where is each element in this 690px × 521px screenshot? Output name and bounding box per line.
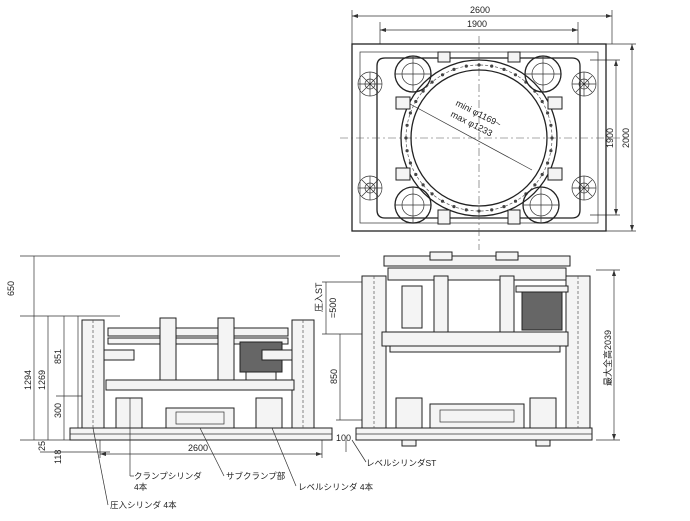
ring-bolt (546, 161, 550, 165)
front-dim-25: 25 (37, 441, 47, 451)
ring-bolt (502, 205, 506, 209)
front-dim-118: 118 (53, 450, 63, 464)
ring-bolt (414, 99, 418, 104)
clamp-unit-top-left (394, 55, 432, 93)
ring-bolt (452, 67, 456, 71)
level-cylinder-bottom-right (571, 175, 597, 201)
plan-view: 2600 1900 1900 2000 min (340, 5, 636, 250)
ring-bolt (430, 192, 434, 196)
ring-bolt (421, 89, 425, 93)
ring-bolt (464, 64, 468, 68)
ring-bolt (405, 123, 409, 127)
level-cylinder-top-right (571, 71, 597, 97)
front-base-width: 2600 (188, 443, 208, 453)
level-cylinder-top-left (357, 71, 383, 97)
label-clamp-cylinder: クランプシリンダ (134, 471, 202, 481)
ring-bolt (549, 149, 553, 153)
ring-bolt (513, 73, 518, 77)
ring-bolt (405, 149, 409, 153)
ring-bolt (477, 209, 481, 213)
ring-bolt (549, 123, 553, 127)
plan-height-inner: 1900 (605, 128, 615, 148)
front-dim-1269: 1269 (37, 370, 47, 390)
label-clamp-count: 4本 (134, 482, 148, 492)
ring-bolt (408, 111, 412, 115)
ring-bolt (550, 136, 554, 140)
plan-height-outer: 2000 (621, 128, 631, 148)
label-press-cylinder: 圧入シリンダ 4本 (110, 500, 177, 510)
ring-bolt (477, 63, 481, 67)
ring-bolt (513, 199, 518, 203)
ring-bolt (421, 183, 425, 187)
side-view: 圧入ST =500 850 100 最大全高2039 (314, 251, 620, 468)
ring-bolt (540, 99, 544, 104)
clamp-unit-bottom-right (522, 186, 560, 224)
ring-bolt (440, 73, 445, 77)
side-stroke-value: =500 (328, 298, 338, 318)
front-dim-851: 851 (53, 349, 63, 364)
ring-bolt (540, 172, 544, 177)
side-dim-850: 850 (329, 369, 339, 384)
plan-width-inner: 1900 (467, 19, 487, 29)
ring-bolt (490, 208, 494, 212)
ring-bolt (430, 80, 434, 84)
plan-width-outer: 2600 (470, 5, 490, 15)
ring-bolt (404, 136, 408, 140)
ring-bolt (440, 199, 445, 203)
label-sub-clamp: サブクランプ部 (226, 471, 286, 481)
ring-bolts (404, 63, 554, 213)
ring-bolt (414, 172, 418, 177)
side-dim-100: 100 (336, 433, 351, 443)
clamp-unit-top-right (524, 55, 562, 93)
ring-bolt (464, 208, 468, 212)
side-stroke-label: 圧入ST (314, 282, 324, 312)
clamp-unit-bottom-left (394, 186, 432, 224)
level-cylinder-bottom-left (357, 175, 383, 201)
ring-bolt (452, 205, 456, 209)
label-leveling-cylinder: レベルシリンダ 4本 (298, 482, 374, 492)
ring-bolt (546, 111, 550, 115)
label-leveling-cylinder-st: レベルシリンダST (366, 458, 436, 468)
front-view: 650 1294 1269 851 300 25 118 2600 (6, 255, 374, 510)
front-total-height: 1294 (23, 370, 33, 390)
side-max-height: 最大全高2039 (602, 330, 613, 386)
front-top-clearance: 650 (6, 281, 16, 296)
ring-bolt (490, 64, 494, 68)
ring-bolt (502, 67, 506, 71)
ring-bolt (533, 183, 537, 187)
front-dim-300: 300 (53, 403, 63, 418)
ring-bolt (408, 161, 412, 165)
